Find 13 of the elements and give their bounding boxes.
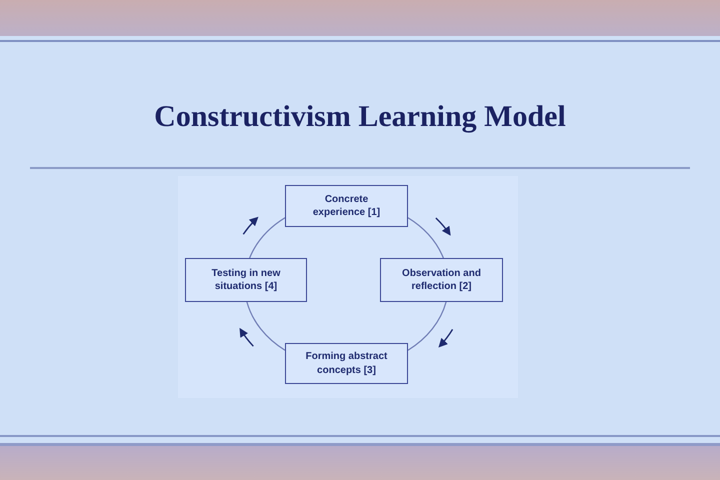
stage-box (185, 258, 307, 302)
stage-box (285, 343, 408, 384)
connector-line (408, 217, 444, 258)
stage-label: Testing in new situations [4] (210, 266, 282, 294)
stage-label: Forming abstract concepts [3] (304, 350, 388, 377)
stage-box (380, 258, 503, 302)
slide-title: Constructivism Learning Model (154, 99, 566, 135)
stage-label: Observation and reflection [2] (401, 266, 482, 294)
stage-box (285, 185, 408, 227)
stage-label: Concrete experience [1] (312, 192, 382, 220)
connector-line (408, 302, 447, 351)
connector-line (246, 302, 286, 351)
connector-line (249, 217, 286, 258)
